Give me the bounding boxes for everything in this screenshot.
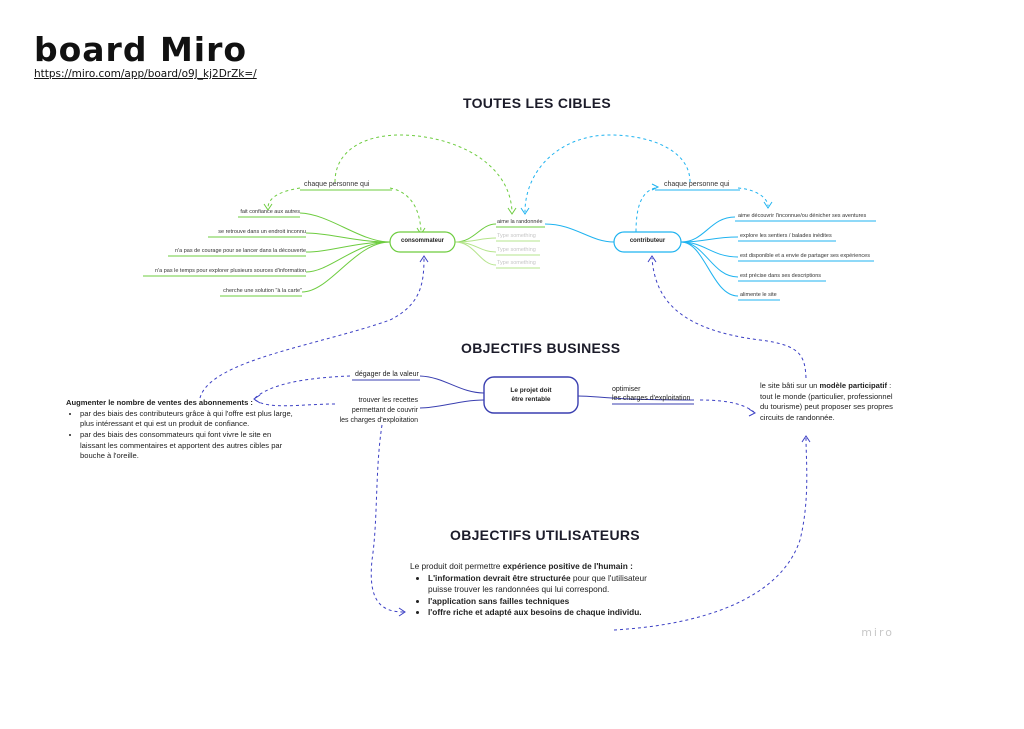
business-left-block: Augmenter le nombre de ventes des abonne…: [66, 398, 296, 462]
connector-business-degager: [419, 375, 485, 394]
contrib-item-2: explore les sentiers / balades inédites: [740, 233, 832, 239]
chaque-personne-left: chaque personne qui: [304, 181, 370, 188]
shared-item-2: Type something: [497, 233, 536, 239]
business-center-label: Le projet doit être rentable: [510, 387, 552, 403]
dashed-green-arc: [334, 134, 513, 213]
connector-cons-shared-2: [454, 237, 497, 243]
consommateur-label: consommateur: [400, 238, 444, 244]
connector-contrib-item-5: [680, 241, 739, 297]
users-block: Le produit doit permettre expérience pos…: [410, 561, 660, 619]
arrowhead-blue-items: [763, 201, 773, 209]
cons-item-5: cherche une solution "à la carte": [223, 288, 302, 294]
contrib-item-3: est disponible et a envie de partager se…: [740, 253, 870, 259]
section-title-cibles: TOUTES LES CIBLES: [463, 95, 611, 111]
dashed-degager-left: [254, 375, 351, 399]
miro-watermark: miro: [861, 626, 894, 639]
section-title-business: OBJECTIFS BUSINESS: [461, 340, 621, 356]
dashed-optimiser-right: [699, 399, 755, 413]
contrib-item-5: alimente le site: [740, 292, 777, 298]
board-url-link[interactable]: https://miro.com/app/board/o9J_kj2DrZk=/: [34, 68, 257, 80]
connector-business-optimiser: [577, 395, 695, 401]
cons-item-3: n'a pas de courage pour se lancer dans l…: [175, 248, 306, 254]
connector-contrib-item-4: [680, 241, 739, 278]
degager-valeur: dégager de la valeur: [355, 371, 419, 378]
dashed-blue-arc: [524, 134, 691, 213]
connector-cons-item-4: [305, 241, 391, 273]
dashed-users-to-right: [613, 437, 808, 631]
arrowhead-navy-right: [748, 408, 756, 417]
board-title: board Miro: [34, 30, 248, 69]
business-center-node[interactable]: [483, 376, 579, 414]
shared-item-4: Type something: [497, 260, 536, 266]
dashed-chaque-right-contrib: [635, 187, 656, 233]
connector-cons-shared-1: [454, 223, 497, 243]
cons-item-1: fait confiance aux autres: [240, 209, 300, 215]
arrowhead-blue-chaque: [651, 183, 660, 191]
contrib-item-1: aime découvrir l'inconnue/ou dénicher se…: [738, 213, 867, 219]
contributeur-label: contributeur: [629, 238, 666, 244]
arrowhead-navy-users: [398, 607, 406, 617]
arrowhead-green-shared: [507, 207, 517, 215]
business-right-block: le site bâti sur un modèle participatif …: [760, 381, 893, 422]
arrowhead-navy-left: [253, 394, 261, 404]
dashed-chaque-left-cons: [389, 187, 422, 233]
shared-item-3: Type something: [497, 247, 536, 253]
arrowhead-navy-up-right: [801, 435, 811, 443]
connector-contrib-shared: [544, 223, 615, 243]
trouver-recettes: trouver les recettes permettant de couvr…: [339, 397, 418, 424]
chaque-personne-right: chaque personne qui: [664, 181, 730, 188]
connector-business-trouver: [419, 399, 485, 409]
connector-cons-shared-4: [454, 241, 497, 266]
connector-cons-item-2: [305, 232, 391, 243]
connector-contrib-item-2: [680, 236, 739, 243]
section-title-utilisateurs: OBJECTIFS UTILISATEURS: [450, 527, 640, 543]
dashed-right-to-contrib: [651, 257, 807, 379]
connector-contrib-item-1: [680, 216, 736, 243]
arrowhead-navy-contrib: [647, 255, 657, 263]
cons-item-4: n'a pas le temps pour explorer plusieurs…: [155, 268, 306, 274]
dashed-trouver-to-users: [370, 424, 405, 613]
dashed-chaque-right-items: [737, 187, 769, 207]
cons-item-2: se retrouve dans un endroit inconnu: [218, 229, 306, 235]
connector-cons-item-5: [301, 241, 391, 293]
contributeur-node[interactable]: [613, 231, 682, 253]
arrowhead-blue-shared: [520, 207, 530, 215]
connector-cons-item-3: [305, 241, 391, 253]
arrowhead-navy-cons: [419, 255, 429, 263]
connector-cons-shared-3: [454, 241, 497, 253]
optimiser-charges: optimiser les charges d'exploitation: [612, 386, 691, 403]
arrowhead-green-items: [263, 203, 273, 211]
connector-cons-item-1: [299, 212, 391, 243]
contrib-item-4: est précise dans ses descriptions: [740, 273, 822, 279]
shared-item-1: aime la randonnée: [497, 219, 543, 225]
dashed-chaque-left-down: [267, 187, 301, 209]
consommateur-node[interactable]: [389, 231, 456, 253]
